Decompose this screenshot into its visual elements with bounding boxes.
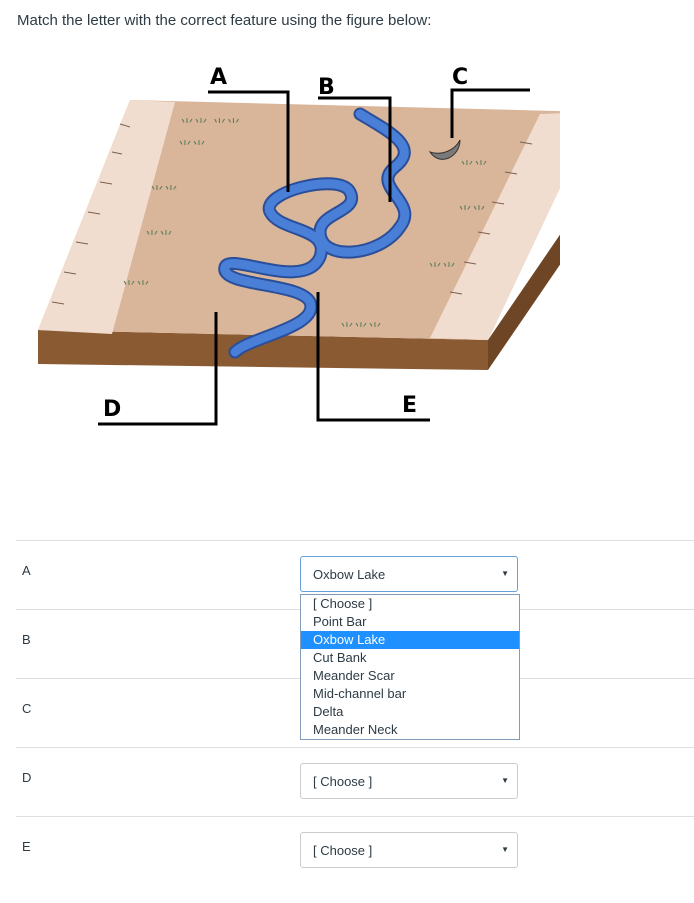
caret-down-icon: ▼ bbox=[501, 776, 509, 785]
feature-select-a[interactable]: Oxbow Lake ▼ bbox=[300, 556, 518, 592]
feature-select-d[interactable]: [ Choose ] ▼ bbox=[300, 763, 518, 799]
dropdown-option-cut-bank[interactable]: Cut Bank bbox=[313, 650, 367, 665]
dropdown-option-mid-channel-bar[interactable]: Mid-channel bar bbox=[313, 686, 407, 701]
dropdown-option-point-bar[interactable]: Point Bar bbox=[313, 614, 367, 629]
dropdown-option-meander-scar[interactable]: Meander Scar bbox=[313, 668, 395, 683]
select-value: [ Choose ] bbox=[313, 843, 373, 858]
svg-text:⺌⺌: ⺌⺌ bbox=[428, 262, 456, 278]
svg-text:⺌⺌ ⺌⺌: ⺌⺌ ⺌⺌ bbox=[180, 118, 240, 134]
dropdown-option-meander-neck[interactable]: Meander Neck bbox=[313, 722, 398, 737]
answer-row-d: D [ Choose ] ▼ bbox=[16, 747, 694, 817]
figure-letter-b: B bbox=[318, 75, 335, 100]
dropdown-option-choose[interactable]: [ Choose ] bbox=[313, 596, 373, 611]
leader-line-d bbox=[98, 312, 218, 426]
svg-text:⺌⺌: ⺌⺌ bbox=[460, 160, 488, 176]
answer-row-a: A Oxbow Lake ▼ bbox=[16, 540, 694, 610]
svg-text:⺌⺌: ⺌⺌ bbox=[122, 280, 150, 296]
leader-line-a bbox=[208, 90, 290, 192]
select-value: Oxbow Lake bbox=[313, 567, 386, 582]
oxbow-crescent bbox=[428, 139, 461, 160]
svg-text:⺌⺌: ⺌⺌ bbox=[150, 185, 178, 201]
svg-text:⺌⺌: ⺌⺌ bbox=[458, 205, 486, 221]
feature-dropdown-list: [ Choose ] Point Bar Oxbow Lake Cut Bank… bbox=[300, 594, 520, 740]
figure-letter-c: C bbox=[452, 65, 468, 90]
row-label: C bbox=[22, 701, 32, 716]
caret-down-icon: ▼ bbox=[501, 569, 509, 578]
svg-text:⺌⺌⺌: ⺌⺌⺌ bbox=[340, 322, 382, 338]
question-text: Match the letter with the correct featur… bbox=[17, 12, 432, 29]
figure-letter-e: E bbox=[402, 393, 417, 418]
svg-text:⺌⺌: ⺌⺌ bbox=[178, 140, 206, 156]
row-label: B bbox=[22, 632, 31, 647]
select-value: [ Choose ] bbox=[313, 774, 373, 789]
leader-line-b bbox=[318, 96, 392, 202]
leader-line-e bbox=[316, 292, 430, 422]
figure-letter-d: D bbox=[103, 397, 121, 422]
row-label: E bbox=[22, 839, 31, 854]
soil-side-front bbox=[38, 330, 488, 370]
dropdown-option-oxbow-lake[interactable]: Oxbow Lake bbox=[301, 631, 519, 649]
caret-down-icon: ▼ bbox=[501, 845, 509, 854]
row-label: D bbox=[22, 770, 32, 785]
dropdown-option-delta[interactable]: Delta bbox=[313, 704, 344, 719]
figure-letter-a: A bbox=[210, 65, 227, 90]
leader-line-c bbox=[450, 88, 530, 138]
svg-text:⺌⺌: ⺌⺌ bbox=[145, 230, 173, 246]
answer-row-e: E [ Choose ] ▼ bbox=[16, 816, 694, 886]
row-label: A bbox=[22, 563, 31, 578]
feature-select-e[interactable]: [ Choose ] ▼ bbox=[300, 832, 518, 868]
river-meander-figure: ⺌⺌ ⺌⺌ ⺌⺌ ⺌⺌ ⺌⺌ ⺌⺌ ⺌⺌ ⺌⺌ ⺌⺌ ⺌⺌⺌ A B C D E bbox=[38, 65, 560, 426]
floodplain-surface bbox=[38, 100, 560, 340]
